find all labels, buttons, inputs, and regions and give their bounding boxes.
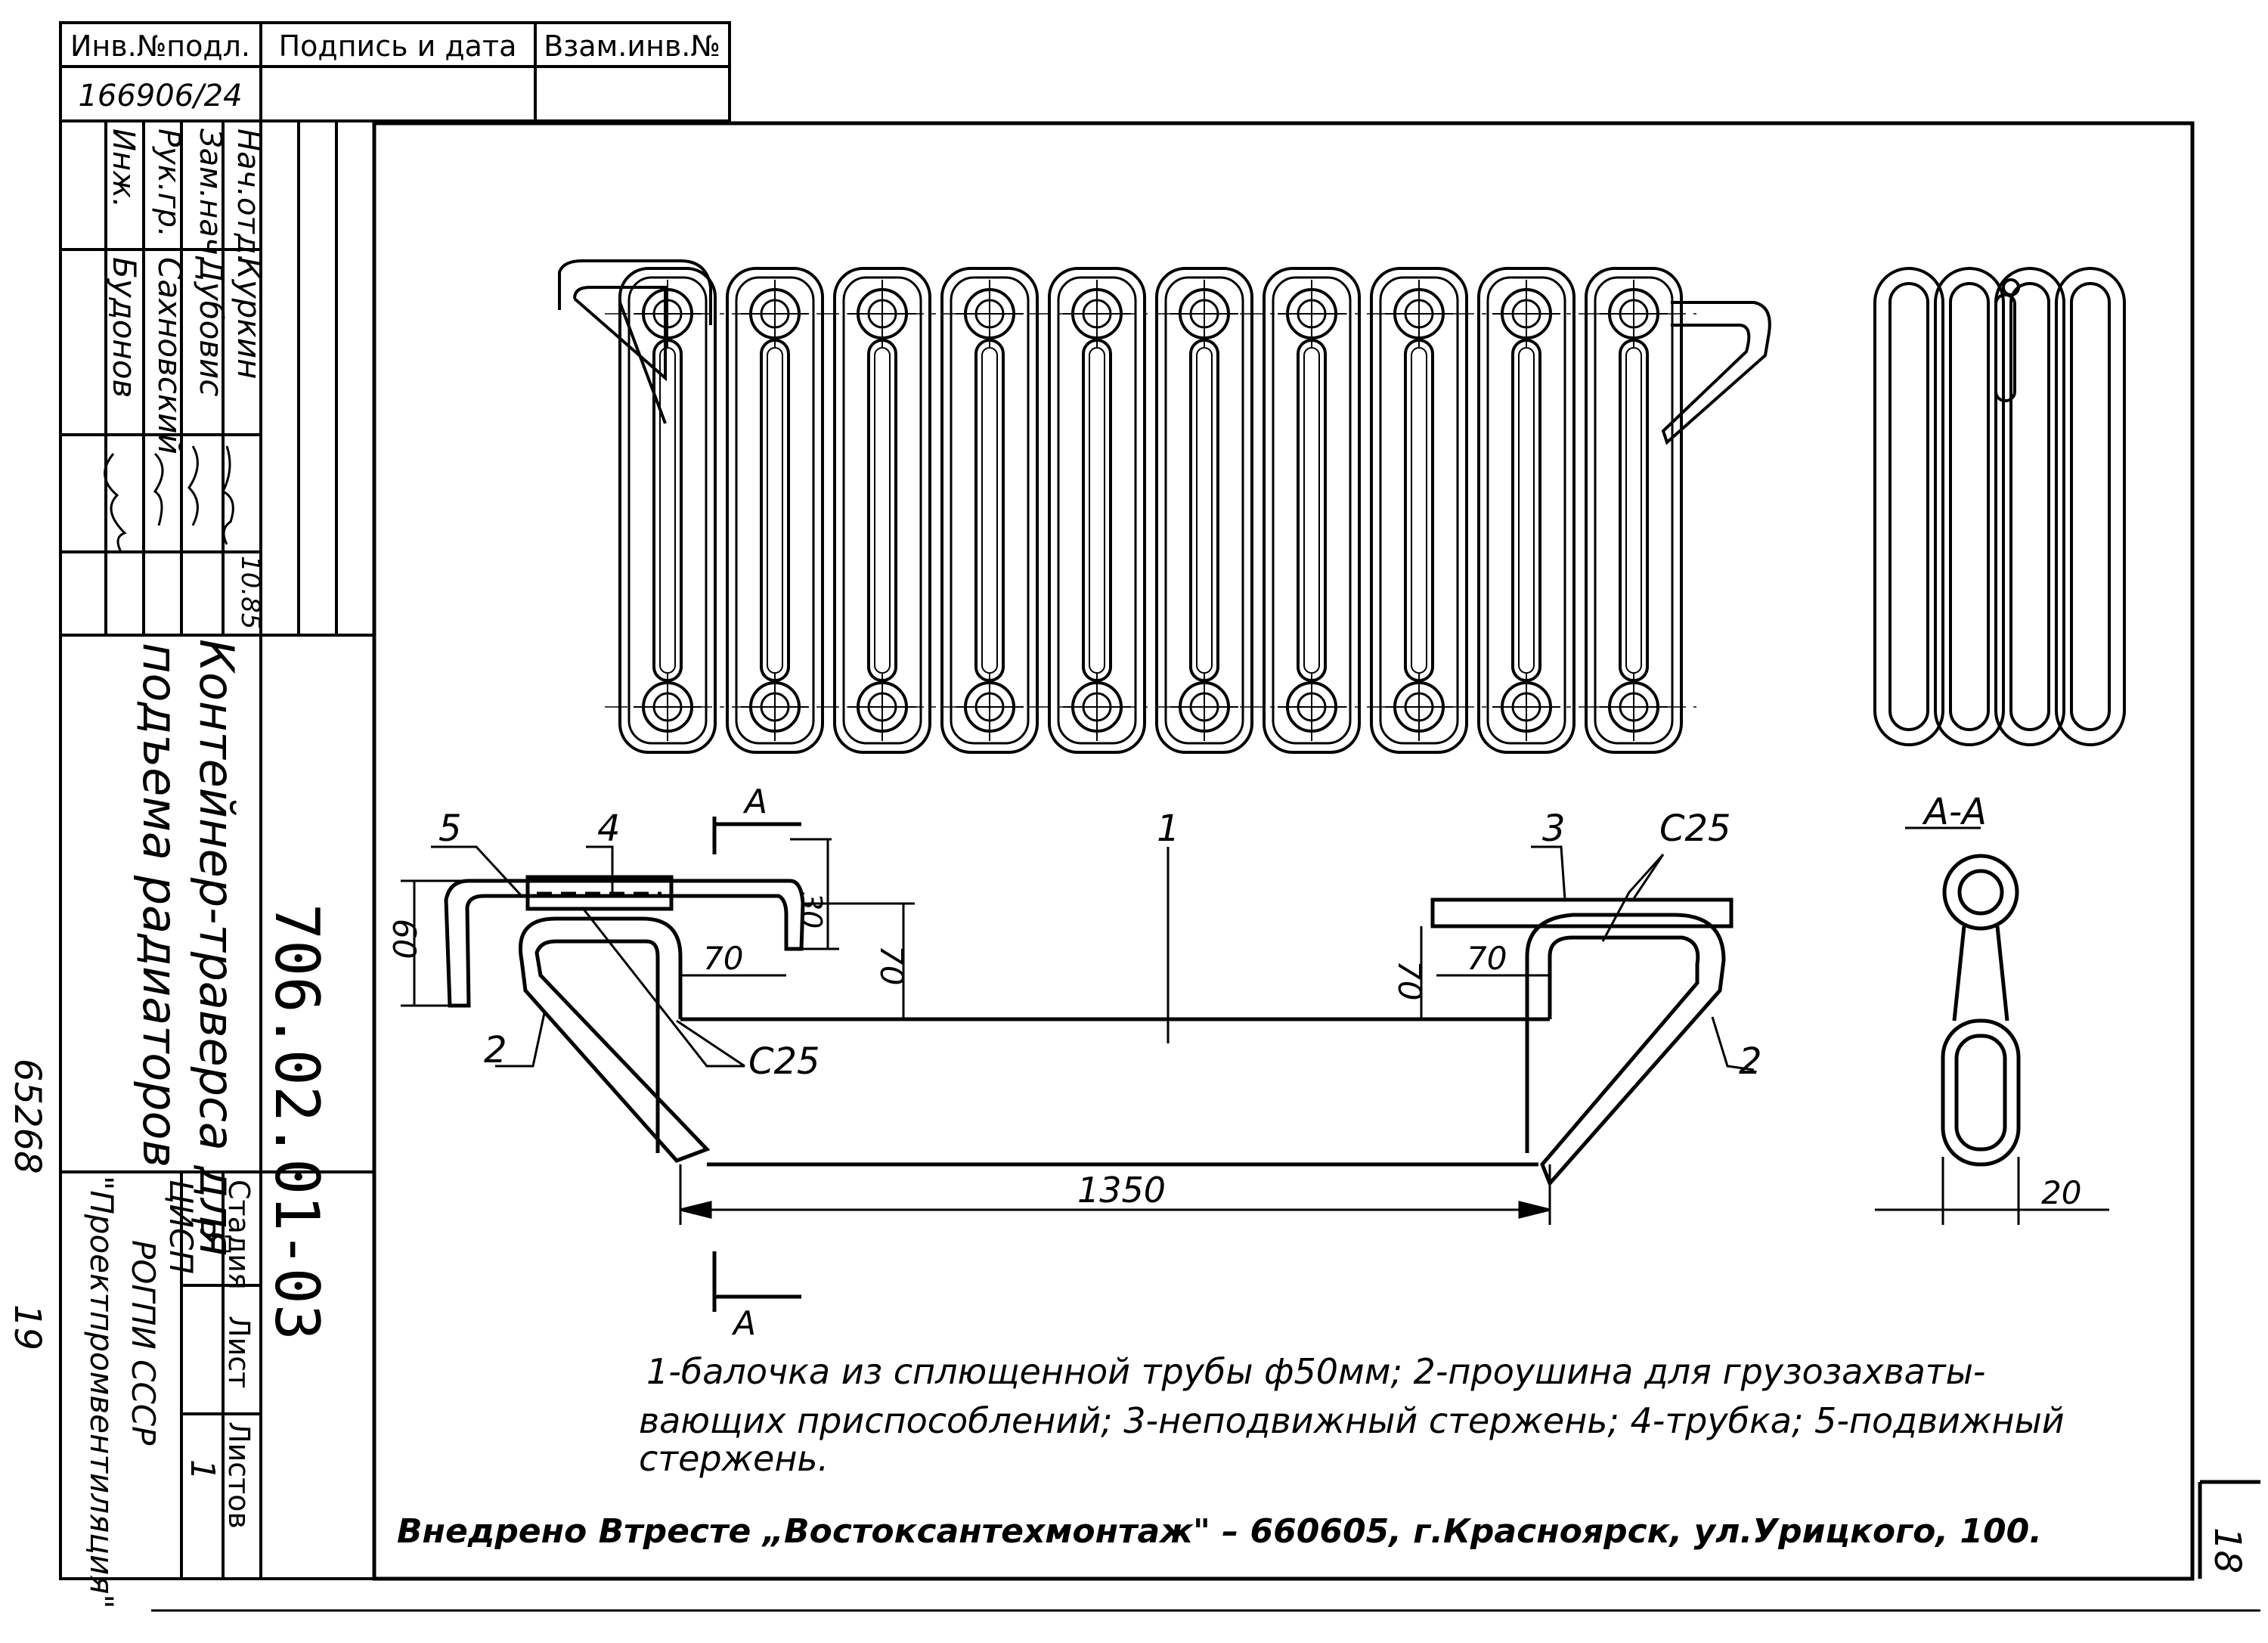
radiator-side-view: [1873, 267, 2126, 746]
beam-flattened-pipe: [680, 1017, 1550, 1167]
label-section-a-bottom: А: [731, 1304, 756, 1343]
dim-70-right-h: 70: [1467, 940, 1507, 977]
role-inzh: Инж.: [106, 129, 141, 208]
title-line2: подъема радиаторов: [132, 643, 187, 1167]
radiator-section: [1585, 267, 1683, 754]
dim-30: 30: [795, 892, 828, 928]
dimension-lines: [401, 838, 2109, 1225]
stamp-signature-label: Подпись и дата: [279, 29, 517, 63]
sheets-value: 1: [183, 1459, 222, 1480]
page-number-left: 19: [6, 1304, 48, 1350]
radiator-section: [1477, 267, 1576, 754]
dim-70-right-v: 70: [1391, 960, 1428, 1000]
signature-roles: Нач.отд. Зам.нач. Рук.гр. Инж.: [106, 129, 265, 265]
signature-date: 10.85: [235, 556, 265, 629]
title-line1: Контейнер-траверса для: [189, 639, 244, 1257]
radiator-section: [940, 267, 1039, 754]
stage-value: Р: [183, 1217, 222, 1238]
label-part-4: 4: [597, 808, 621, 850]
lug-right: [1525, 913, 1726, 1187]
radiator-section: [833, 267, 931, 754]
dim-60: 60: [386, 919, 423, 959]
label-part-2-right: 2: [1739, 1040, 1762, 1083]
label-part-3: 3: [1542, 808, 1566, 850]
radiator-section: [726, 267, 824, 754]
dim-1350: 1350: [1077, 1170, 1166, 1211]
org-line1: ЦИСП: [163, 1180, 200, 1274]
sheets-label: Листов: [222, 1421, 256, 1529]
label-part-2-left: 2: [484, 1029, 507, 1071]
radiator-section: [1155, 267, 1253, 754]
stamp-replace-label: Взам.инв.№: [544, 29, 720, 63]
label-section-a-top: А: [742, 783, 767, 821]
stamp-inv-value: 166906/24: [78, 79, 242, 113]
radiator-section: [1048, 267, 1146, 754]
name-dubovis: Дубовис: [193, 256, 230, 396]
radiator-section: [1370, 267, 1468, 754]
name-kurkin: Куркин: [231, 257, 268, 379]
name-sakhnovsky: Сахновский: [151, 257, 188, 454]
lug-left: [519, 916, 711, 1163]
sleeve-pipe: [525, 875, 674, 911]
radiator-front-view: [558, 259, 1771, 754]
note-line-2: вающих приспособлений; 3-неподвижный сте…: [639, 1400, 2065, 1441]
section-marks: [712, 817, 801, 1312]
page-number-right: 18: [2206, 1527, 2248, 1573]
sheet-label: Лист: [222, 1316, 256, 1388]
dim-70-left-h: 70: [703, 940, 743, 977]
role-nach-otd: Нач.отд.: [231, 129, 265, 264]
handwritten-signatures: [104, 445, 234, 553]
dim-70-left-v: 70: [873, 945, 910, 985]
leader-lines: [431, 826, 1981, 1071]
traverse-assembly: [444, 875, 1734, 1187]
note-line-1: 1-балочка из сплющенной трубы ф50мм; 2-п…: [646, 1351, 1986, 1392]
role-zam-nach: Зам.нач.: [193, 129, 228, 265]
label-c25-right: С25: [1659, 808, 1731, 850]
signature-names: Куркин Дубовис Сахновский Будонов: [106, 256, 268, 454]
hook-right: [1661, 301, 1771, 445]
stage-label: Стадия: [222, 1180, 256, 1290]
archive-code: 65268: [6, 1059, 48, 1174]
stamp-top: Инв.№подл. Подпись и дата Взам.инв.№ 166…: [59, 21, 731, 122]
name-budonov: Будонов: [106, 257, 143, 398]
fixed-rod: [1430, 897, 1734, 928]
dim-20: 20: [2041, 1174, 2081, 1211]
label-part-5: 5: [438, 808, 462, 850]
note-line-3: стержень.: [639, 1438, 829, 1479]
org-line2: РОГПИ СССР: [125, 1240, 162, 1446]
radiator-section: [1263, 267, 1361, 754]
stamp-left: [59, 119, 376, 1580]
org-line3: "Проектпромвентиляция": [83, 1176, 120, 1609]
label-c25-left: С25: [748, 1040, 820, 1083]
role-ruk-gr: Рук.гр.: [151, 129, 186, 237]
movable-rod: [444, 879, 805, 1008]
implemented-note: Внедрено Втресте „Востоксантехмонтаж" – …: [397, 1512, 2042, 1551]
stamp-inv-label: Инв.№подл.: [70, 29, 250, 63]
label-part-1: 1: [1157, 808, 1180, 850]
section-aa-view: [1941, 854, 2021, 1167]
drawing-code: 706.02.01-03: [262, 904, 332, 1341]
hook-left: [558, 259, 712, 424]
label-section-aa: А-А: [1922, 791, 1987, 833]
